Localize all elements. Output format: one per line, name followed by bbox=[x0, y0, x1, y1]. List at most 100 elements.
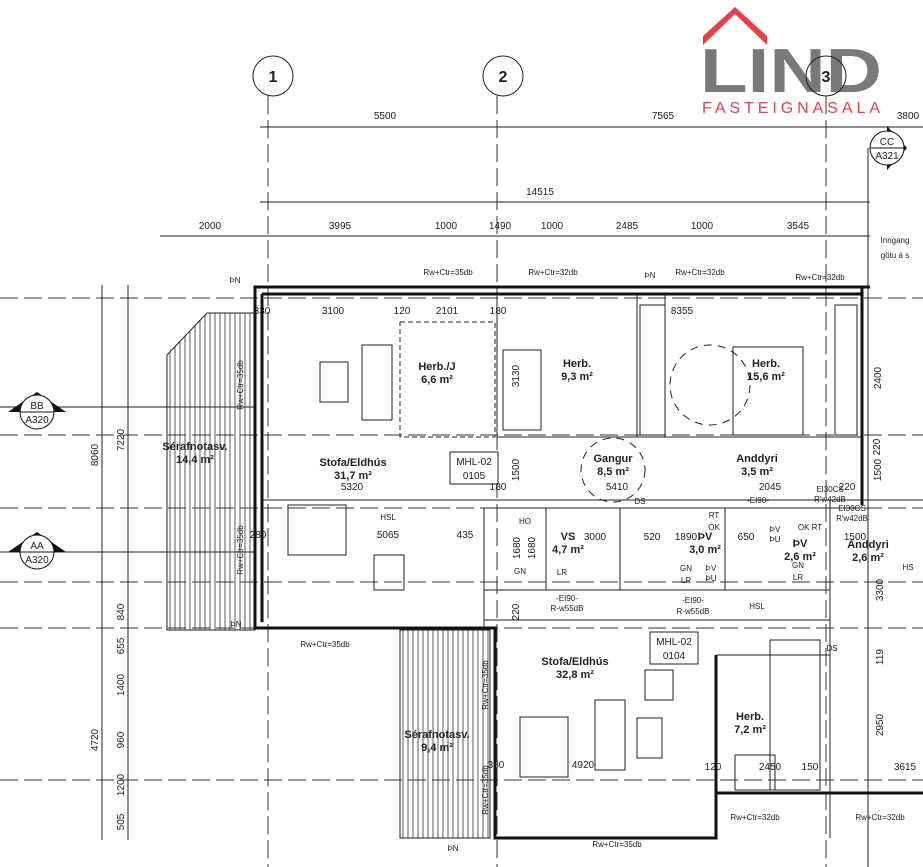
grid-axis-1: 1 bbox=[252, 55, 294, 97]
annotation-label: GN bbox=[792, 561, 804, 570]
dimension-value: 650 bbox=[738, 532, 755, 543]
dimension-value: 2450 bbox=[759, 762, 782, 773]
dimension-value: 435 bbox=[457, 530, 474, 541]
annotation-label: OK bbox=[708, 523, 720, 532]
top-dimension: 2485 bbox=[616, 221, 639, 232]
acoustic-rating-label: Rw+Ctr=32db bbox=[730, 813, 780, 822]
annotation-label: ÞN bbox=[447, 844, 458, 853]
top-dimension: 5500 bbox=[374, 111, 397, 122]
room-name: Sérafnotasv. bbox=[404, 729, 469, 741]
section-marker-bb: BB A320 bbox=[8, 392, 66, 430]
left-dimension: 1200 bbox=[116, 773, 127, 796]
room-name: Herb. bbox=[563, 358, 591, 370]
dimension-value: 150 bbox=[802, 762, 819, 773]
svg-text:CC: CC bbox=[880, 137, 894, 148]
room-area: 9,4 m² bbox=[421, 742, 453, 754]
dimension-value: 4920 bbox=[572, 760, 595, 771]
dimension-value: 1500 bbox=[511, 458, 522, 481]
left-dimension: 655 bbox=[116, 637, 127, 654]
room-name: Sérafnotasv. bbox=[162, 441, 227, 453]
room-area: 31,7 m² bbox=[334, 470, 372, 482]
dimension-value: 119 bbox=[875, 649, 886, 665]
svg-text:AA: AA bbox=[30, 541, 44, 552]
svg-text:A320: A320 bbox=[25, 415, 49, 426]
grid-axis-3: 3 bbox=[805, 55, 847, 97]
acoustic-rating-label: Rw+Ctr=32db bbox=[795, 273, 845, 282]
annotation-label: RT bbox=[709, 511, 720, 520]
top-dimension: 2000 bbox=[199, 221, 222, 232]
annotation-label: ÞV bbox=[706, 564, 717, 573]
svg-text:2: 2 bbox=[499, 69, 508, 86]
room-name: Herb. bbox=[752, 358, 780, 370]
top-dimension: 1490 bbox=[489, 221, 512, 232]
dimension-value: 3300 bbox=[875, 578, 886, 601]
svg-text:A321: A321 bbox=[875, 151, 899, 162]
svg-text:BB: BB bbox=[30, 401, 44, 412]
annotation-label: R-w55dB bbox=[551, 604, 584, 613]
dimension-value: 330 bbox=[254, 306, 271, 317]
svg-text:3: 3 bbox=[822, 69, 831, 86]
acoustic-rating-label: Rw+Ctr=32db bbox=[675, 268, 725, 277]
left-dimension: 4720 bbox=[90, 728, 101, 751]
left-dimension: 8060 bbox=[90, 443, 101, 466]
dimension-value: 2950 bbox=[875, 713, 886, 736]
room-area: 4,7 m² bbox=[552, 544, 584, 556]
dimension-value: 1890 bbox=[675, 532, 698, 543]
room-name: Stofa/Eldhús bbox=[319, 457, 386, 469]
svg-text:0104: 0104 bbox=[663, 651, 686, 662]
dimension-value: 2400 bbox=[873, 366, 884, 389]
room-area: 7,2 m² bbox=[734, 724, 766, 736]
left-dimension: 960 bbox=[116, 731, 127, 748]
furniture bbox=[287, 344, 804, 791]
acoustic-rating-label: Rw+Ctr=32db bbox=[855, 813, 905, 822]
acoustic-rating-label: Rw+Ctr=32db bbox=[528, 268, 578, 277]
room-name: Anddyri bbox=[736, 453, 778, 465]
balcony-0104 bbox=[399, 629, 491, 839]
dimension-value: 120 bbox=[394, 306, 411, 317]
room-area: 3,0 m² bbox=[689, 544, 721, 556]
annotation-label: götu á s bbox=[881, 251, 909, 260]
annotation-label: Inngang bbox=[881, 236, 910, 245]
dimension-lines bbox=[101, 126, 923, 840]
section-marker-aa: AA A320 bbox=[8, 532, 66, 570]
annotation-label: DS bbox=[826, 644, 837, 653]
annotation-label: -EI90- bbox=[556, 594, 578, 603]
acoustic-rating-label: Rw+Ctr=35db bbox=[300, 640, 350, 649]
dimension-value: 3615 bbox=[894, 762, 917, 773]
room-area: 14,4 m² bbox=[176, 454, 214, 466]
svg-text:1: 1 bbox=[269, 69, 278, 86]
top-dimension: 3545 bbox=[787, 221, 810, 232]
top-dimension: 1000 bbox=[435, 221, 458, 232]
acoustic-rating-label: Rw+Ctr=35db bbox=[592, 840, 642, 849]
annotation-label: -EI90- bbox=[747, 496, 769, 505]
left-dimension: 7220 bbox=[116, 428, 127, 451]
svg-text:MHL-02: MHL-02 bbox=[456, 457, 492, 468]
dimension-value: 1680 bbox=[512, 536, 523, 559]
annotation-label: HSL bbox=[749, 602, 765, 611]
dimension-value: 1500 bbox=[873, 458, 884, 481]
annotation-label: ÞU bbox=[705, 574, 716, 583]
svg-text:FASTEIGNASALA: FASTEIGNASALA bbox=[702, 100, 880, 117]
acoustic-rating-label: Rw+Ctr=35db bbox=[481, 765, 490, 815]
room-area: 6,6 m² bbox=[421, 374, 453, 386]
dimension-value: 3130 bbox=[511, 364, 522, 387]
svg-text:0105: 0105 bbox=[463, 471, 486, 482]
annotation-label: OK RT bbox=[798, 523, 822, 532]
dimension-value: 280 bbox=[250, 530, 267, 541]
dimension-value: 5410 bbox=[606, 482, 629, 493]
dimension-value: 3000 bbox=[584, 532, 607, 543]
dimension-value: 120 bbox=[705, 762, 722, 773]
annotation-label: ÞV bbox=[770, 525, 781, 534]
room-name: Herb. bbox=[736, 711, 764, 723]
acoustic-rating-label: Rw+Ctr=35db bbox=[236, 360, 245, 410]
top-dimension: 7565 bbox=[652, 111, 675, 122]
unit-tag-0105: MHL-02 0105 bbox=[449, 451, 499, 485]
walls bbox=[253, 285, 923, 840]
room-area: 15,6 m² bbox=[747, 371, 785, 383]
room-name: ÞV bbox=[698, 531, 713, 543]
dimension-value: 8355 bbox=[671, 306, 694, 317]
annotation-label: GN bbox=[514, 567, 526, 576]
room-area: 32,8 m² bbox=[556, 669, 594, 681]
dimension-value: 1500 bbox=[844, 532, 867, 543]
